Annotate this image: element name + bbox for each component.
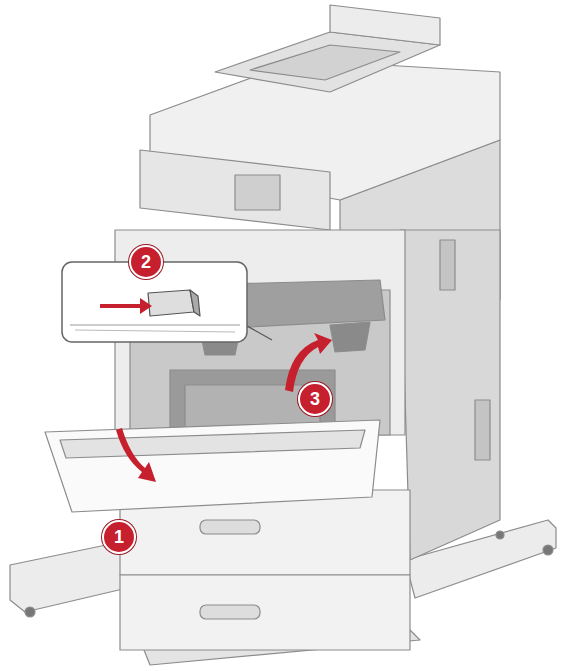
- callout-circle: 1: [102, 520, 136, 554]
- callout-number: 2: [141, 253, 151, 271]
- callout-circle: 2: [129, 245, 163, 279]
- callout-number: 3: [310, 390, 320, 408]
- callout-circle: 3: [298, 382, 332, 416]
- callout-number: 1: [114, 528, 124, 546]
